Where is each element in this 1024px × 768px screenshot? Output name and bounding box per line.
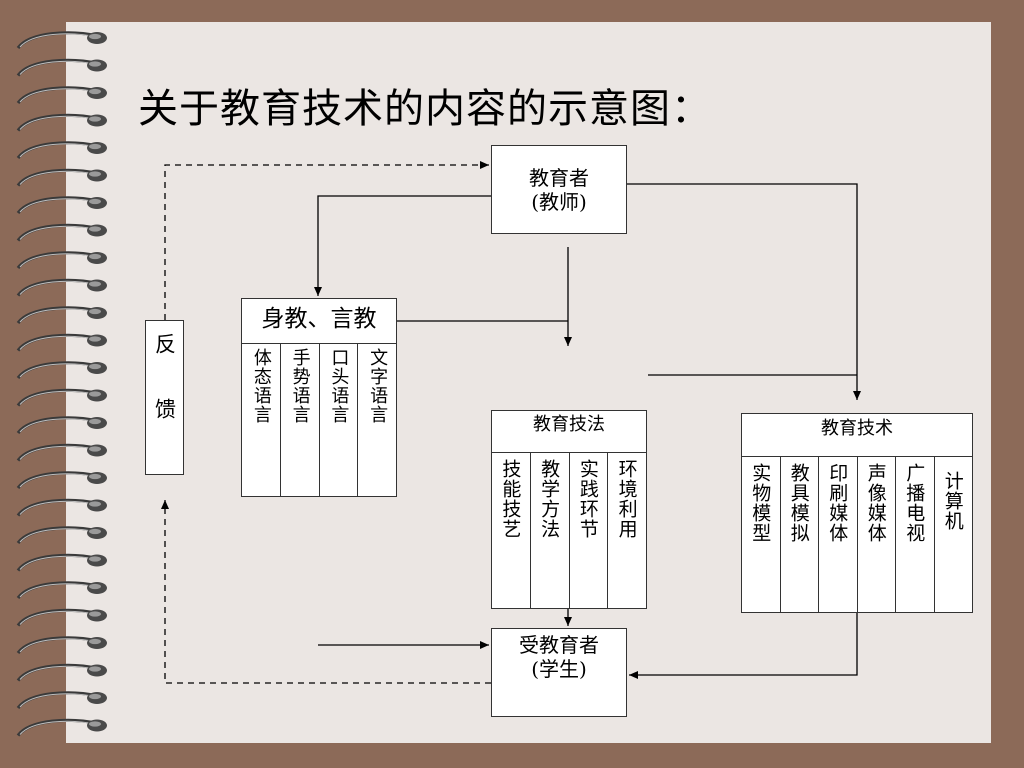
- arrow-tech-to-learner: [629, 590, 858, 679]
- paper-page: [66, 22, 991, 743]
- educator-label: 教育者: [529, 165, 589, 190]
- learner-node: 受教育者 (学生): [491, 628, 627, 717]
- binding-ring: [16, 443, 107, 462]
- binding-ring: [16, 663, 107, 682]
- item-audiovisual-media: 声像媒体: [856, 457, 896, 612]
- binding-ring: [16, 718, 107, 737]
- binding-ring: [16, 31, 107, 50]
- group-title-teaching-techniques: 教育技法: [492, 411, 646, 453]
- binding-ring: [16, 333, 107, 352]
- binding-ring: [16, 471, 107, 490]
- arrow-educator-to-tech: [627, 183, 861, 400]
- item-teaching-aids: 教具模拟: [779, 457, 819, 612]
- binding-ring: [16, 526, 107, 545]
- binding-ring: [16, 58, 107, 77]
- group-title-educational-technology: 教育技术: [742, 414, 972, 457]
- group-educational-technology: 教育技术 实物模型 教具模拟 印刷媒体 声像媒体 广播电视 计算机: [741, 413, 973, 613]
- binding-ring: [16, 113, 107, 132]
- binding-ring: [16, 278, 107, 297]
- binding-ring: [16, 581, 107, 600]
- learner-sublabel: (学生): [531, 657, 587, 681]
- item-broadcast-tv: 广播电视: [895, 457, 934, 612]
- binding-ring: [16, 416, 107, 435]
- binding-ring: [16, 223, 107, 242]
- item-physical-models: 实物模型: [749, 463, 772, 543]
- binding-ring: [16, 361, 107, 380]
- item-body-language: 体态语言: [250, 348, 272, 424]
- arrow-educator-to-example: [314, 195, 491, 296]
- group-title-teaching-by-example: 身教、言教: [242, 299, 396, 344]
- group-teaching-by-example: 身教、言教 体态语言 手势语言 口头语言 文字语言: [241, 298, 397, 497]
- item-teaching-methods: 教学方法: [529, 453, 569, 608]
- feedback-node: 反 馈: [145, 320, 184, 475]
- binding-ring: [16, 86, 107, 105]
- spiral-binding: [16, 31, 107, 737]
- binding-ring: [16, 196, 107, 215]
- binding-ring: [16, 388, 107, 407]
- binding-ring: [16, 141, 107, 160]
- learner-label: 受教育者: [519, 633, 599, 657]
- item-environment: 环境利用: [607, 453, 646, 608]
- binding-ring: [16, 498, 107, 517]
- binding-ring: [16, 251, 107, 270]
- feedback-label: 反 馈: [152, 333, 177, 429]
- page-title: 关于教育技术的内容的示意图：: [138, 86, 712, 132]
- item-gesture-language: 手势语言: [279, 344, 319, 496]
- item-skills: 技能技艺: [499, 459, 522, 539]
- feedback-line-bottom: [161, 500, 491, 684]
- binding-ring: [16, 636, 107, 655]
- feedback-line-top: [164, 161, 489, 320]
- item-computer: 计算机: [933, 457, 973, 612]
- binding-ring: [16, 691, 107, 710]
- binding-ring: [16, 553, 107, 572]
- item-print-media: 印刷媒体: [818, 457, 857, 612]
- educator-node: 教育者 (教师): [491, 145, 627, 234]
- binding-ring: [16, 306, 107, 325]
- group-teaching-techniques: 教育技法 技能技艺 教学方法 实践环节 环境利用: [491, 410, 647, 609]
- item-oral-language: 口头语言: [318, 344, 358, 496]
- educator-sublabel: (教师): [531, 189, 587, 214]
- binding-ring: [16, 168, 107, 187]
- item-practice: 实践环节: [568, 453, 608, 608]
- binding-ring: [16, 608, 107, 627]
- item-written-language: 文字语言: [357, 344, 396, 496]
